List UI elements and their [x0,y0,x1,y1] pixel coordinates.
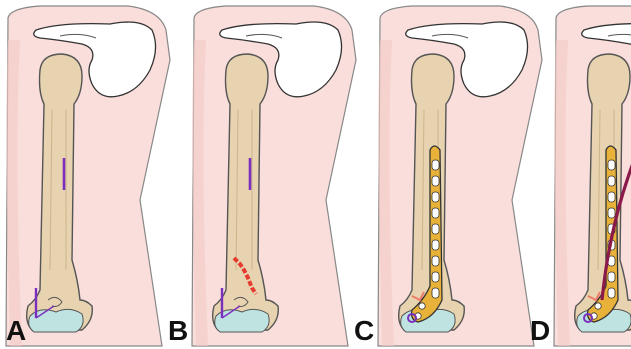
screw-hole [608,176,615,186]
panel-c: C [354,6,542,346]
screw-hole [432,240,439,250]
panel-label: D [530,315,550,346]
screw-hole [432,208,439,218]
screw-hole [432,192,439,202]
screw-hole [608,208,615,218]
screw-hole [432,288,439,298]
screw-hole [608,272,615,282]
screw-hole [595,303,601,309]
screw-hole [608,160,615,170]
screw-hole [432,224,439,234]
panel-a: A [6,6,170,346]
panel-label: C [354,315,374,346]
screw-hole [608,192,615,202]
screw-hole [432,272,439,282]
panel-label: B [168,315,188,346]
panel-label: A [6,315,26,346]
panel-b: B [168,6,356,346]
screw-hole [432,160,439,170]
screw-hole [419,303,425,309]
screw-hole [608,288,615,298]
screw-hole [432,256,439,266]
screw-hole [432,176,439,186]
panel-d: D [530,6,631,346]
